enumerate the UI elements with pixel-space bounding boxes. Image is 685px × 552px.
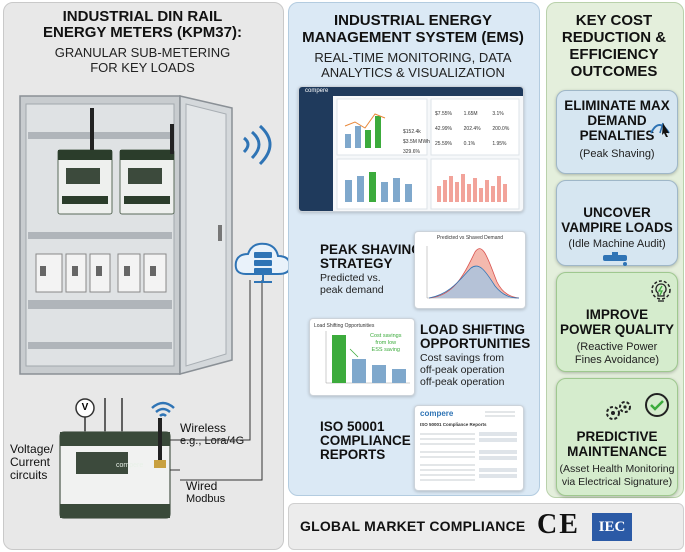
voltage-current-label: Voltage/ Current circuits [10, 442, 54, 482]
iso-report-document: compere ISO 50001 Compliance Reports [414, 405, 524, 491]
dashboard-topbar [299, 87, 523, 96]
outcome-1-title: ELIMINATE MAX DEMAND PENALTIES [564, 98, 670, 143]
load-shifting-chart: Load Shifting Opportunities Cost savings… [309, 318, 415, 396]
peak-chart-plot [426, 246, 520, 299]
wireless-icon [151, 401, 175, 417]
ce-mark-logo: CE [537, 509, 580, 540]
outcome-uncover-vampire-loads: UNCOVER VAMPIRE LOADS (Idle Machine Audi… [556, 180, 678, 266]
outcome-4-desc: (Asset Health Monitoring via Electrical … [559, 463, 675, 488]
dashboard-kpi-2: $3.5M MWh [403, 139, 430, 145]
peak-shaving-desc: Predicted vs. peak demand [320, 272, 384, 296]
dashboard-content [336, 98, 520, 210]
compliance-footer-label: GLOBAL MARKET COMPLIANCE [300, 518, 526, 534]
iso-compliance-title: ISO 50001 COMPLIANCE REPORTS [320, 419, 411, 462]
meters-panel-title: INDUSTRIAL DIN RAIL ENERGY METERS (KPM37… [43, 8, 242, 41]
ems-dashboard: compere $152.4k $3.5M MWh 329.6% [298, 86, 524, 212]
meters-panel-subtitle: GRANULAR SUB-METERING FOR KEY LOADS [54, 45, 231, 75]
load-chart-plot [325, 331, 410, 384]
outcome-improve-power-quality: IMPROVE POWER QUALITY (Reactive Power Fi… [556, 272, 678, 372]
outcome-eliminate-demand-penalties: ELIMINATE MAX DEMAND PENALTIES (Peak Sha… [556, 90, 678, 174]
voltmeter-symbol: V [81, 402, 89, 413]
outcomes-panel-title: KEY COST REDUCTION & EFFICIENCY OUTCOMES [561, 12, 667, 80]
wired-label: Wired Modbus [186, 479, 226, 506]
dashboard-sidebar [299, 96, 333, 211]
dashboard-kpi-1: $152.4k [403, 129, 421, 135]
electrical-cabinet-illustration [19, 95, 272, 375]
dashboard-kpi-3: 329.6% [403, 149, 420, 155]
ems-panel-title: INDUSTRIAL ENERGY MANAGEMENT SYSTEM (EMS… [302, 12, 524, 46]
ems-panel-subtitle: REAL-TIME MONITORING, DATA ANALYTICS & V… [314, 50, 512, 80]
iec-logo: IEC [592, 513, 632, 541]
wireless-label: Wireless e.g., Lora/4G [180, 421, 245, 448]
meter-brand-label: compere [116, 462, 144, 469]
faucet-icon [603, 252, 627, 266]
load-chart-title: Load Shifting Opportunities [314, 323, 375, 329]
peak-chart-title: Predicted vs Shaved Demand [436, 235, 504, 241]
load-chart-annotation: Cost savings from low ESS saving [370, 333, 402, 353]
outcome-2-title: UNCOVER VAMPIRE LOADS [561, 205, 673, 235]
gears-check-icon [606, 393, 669, 420]
outcome-3-desc: (Reactive Power Fines Avoidance) [574, 341, 660, 366]
report-title: ISO 50001 Compliance Reports [420, 422, 487, 427]
outcome-3-title: IMPROVE POWER QUALITY [560, 307, 674, 337]
report-lines [420, 411, 517, 481]
din-rail-meter-illustration [59, 398, 171, 519]
dashboard-brand: compere [305, 88, 329, 94]
cursor-meter-icon [650, 122, 670, 137]
outcome-4-title: PREDICTIVE MAINTENANCE [567, 429, 667, 459]
report-brand: compere [420, 409, 454, 418]
peak-shaving-chart: Predicted vs Shaved Demand [414, 231, 526, 309]
lightbulb-gear-icon [651, 280, 671, 302]
outcome-1-desc: (Peak Shaving) [579, 148, 655, 160]
outcome-2-desc: (Idle Machine Audit) [568, 238, 666, 250]
cloud-server-icon [234, 242, 292, 283]
load-shifting-desc: Cost savings from off-peak operation off… [420, 352, 505, 388]
load-shifting-title: LOAD SHIFTING OPPORTUNITIES [420, 322, 531, 351]
peak-shaving-title: PEAK SHAVING STRATEGY [320, 242, 422, 271]
outcome-predictive-maintenance: PREDICTIVE MAINTENANCE (Asset Health Mon… [556, 378, 678, 496]
